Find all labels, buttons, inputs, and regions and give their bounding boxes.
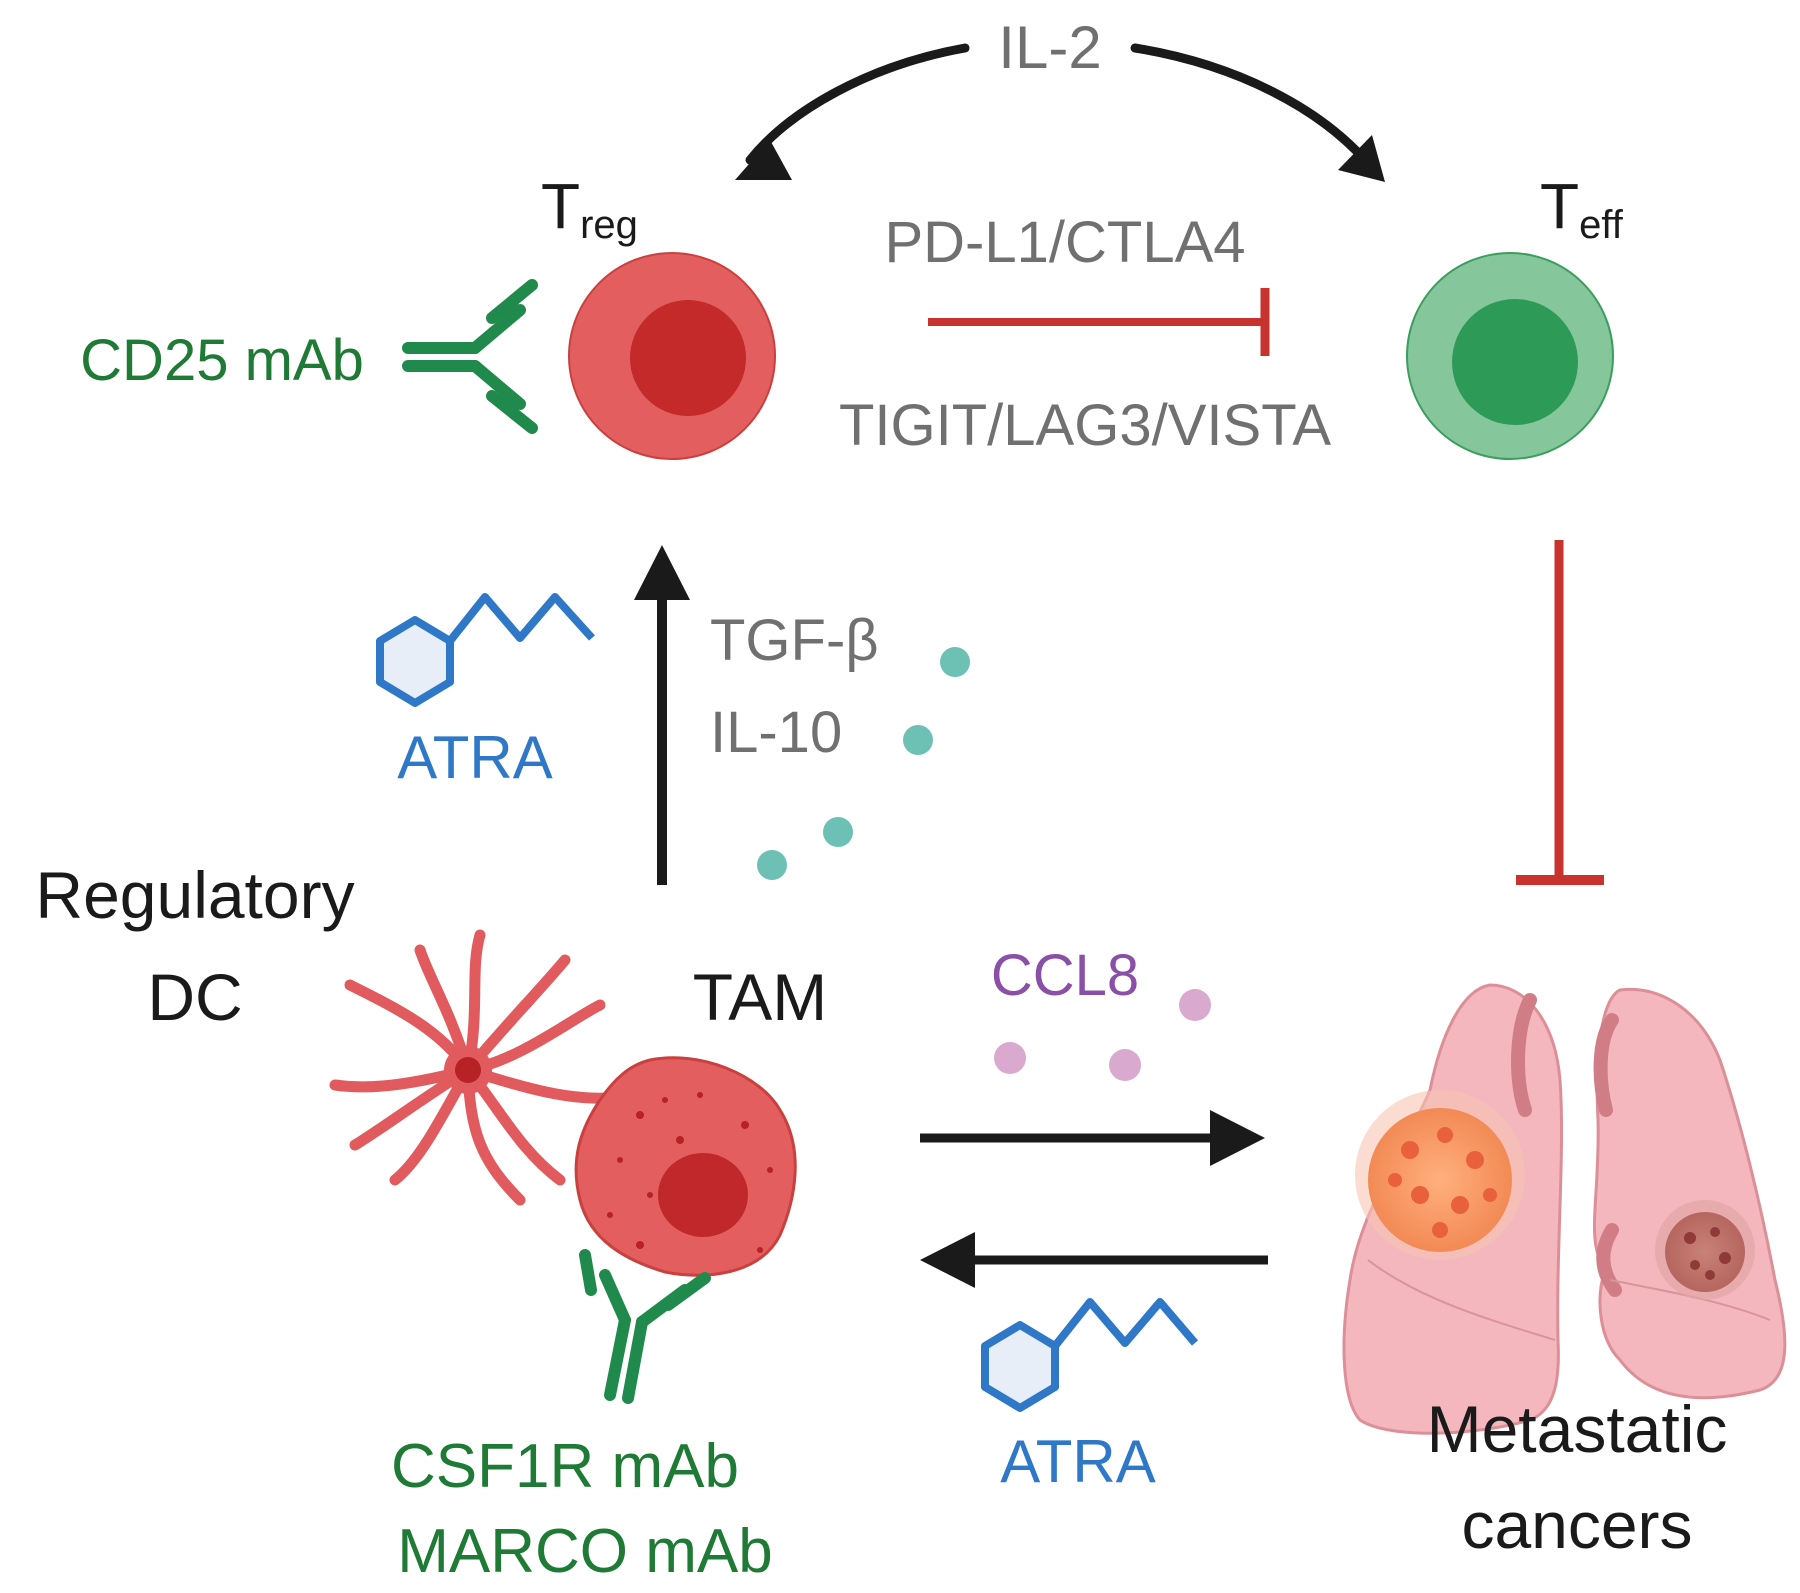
- tgfb-label: TGF-β: [710, 608, 879, 673]
- regulatory-label: Regulatory: [35, 858, 354, 932]
- marco-label: MARCO mAb: [397, 1517, 772, 1586]
- il10-label: IL-10: [710, 700, 842, 765]
- up-arrow-to-treg: [634, 545, 690, 885]
- tumor-dark-icon: [1655, 1200, 1755, 1300]
- tam-macrophage-icon: [574, 1056, 797, 1277]
- treg-cell: [568, 252, 776, 460]
- arrow-cancer-to-tam: [920, 1232, 1268, 1288]
- tigit-label: TIGIT/LAG3/VISTA: [839, 393, 1331, 458]
- teff-cell: [1406, 252, 1614, 460]
- cd25-label: CD25 mAb: [80, 328, 364, 393]
- dendritic-cell-core: [455, 1057, 481, 1083]
- tam-label: TAM: [693, 960, 827, 1034]
- ccl8-dots: [994, 989, 1211, 1081]
- teff-label: Teff: [1540, 170, 1624, 247]
- treg-inhibits-teff: [928, 288, 1270, 356]
- cancers-label: cancers: [1461, 1488, 1692, 1562]
- metastatic-label: Metastatic: [1427, 1392, 1728, 1466]
- cd25-antibody-icon: [402, 279, 538, 434]
- ccl8-label: CCL8: [991, 943, 1139, 1008]
- il2-arrows: [735, 43, 1385, 182]
- il2-label: IL-2: [998, 14, 1101, 81]
- cytokine-dots: [757, 647, 970, 880]
- arrow-tam-to-cancer: [920, 1110, 1265, 1166]
- treg-label: Treg: [541, 170, 638, 247]
- atra-molecule-icon-bottom: [981, 1298, 1199, 1412]
- atra-molecule-icon-top: [376, 593, 595, 707]
- csf1r-label: CSF1R mAb: [391, 1432, 739, 1501]
- atra-label-top: ATRA: [397, 724, 553, 791]
- tumor-orange-icon: [1355, 1090, 1525, 1260]
- atra-label-bottom: ATRA: [1000, 1428, 1156, 1495]
- pdl1-label: PD-L1/CTLA4: [884, 210, 1245, 275]
- teff-inhibits-cancer: [1516, 540, 1604, 885]
- dc-label: DC: [147, 960, 242, 1034]
- csf1r-antibody-icon: [579, 1249, 711, 1404]
